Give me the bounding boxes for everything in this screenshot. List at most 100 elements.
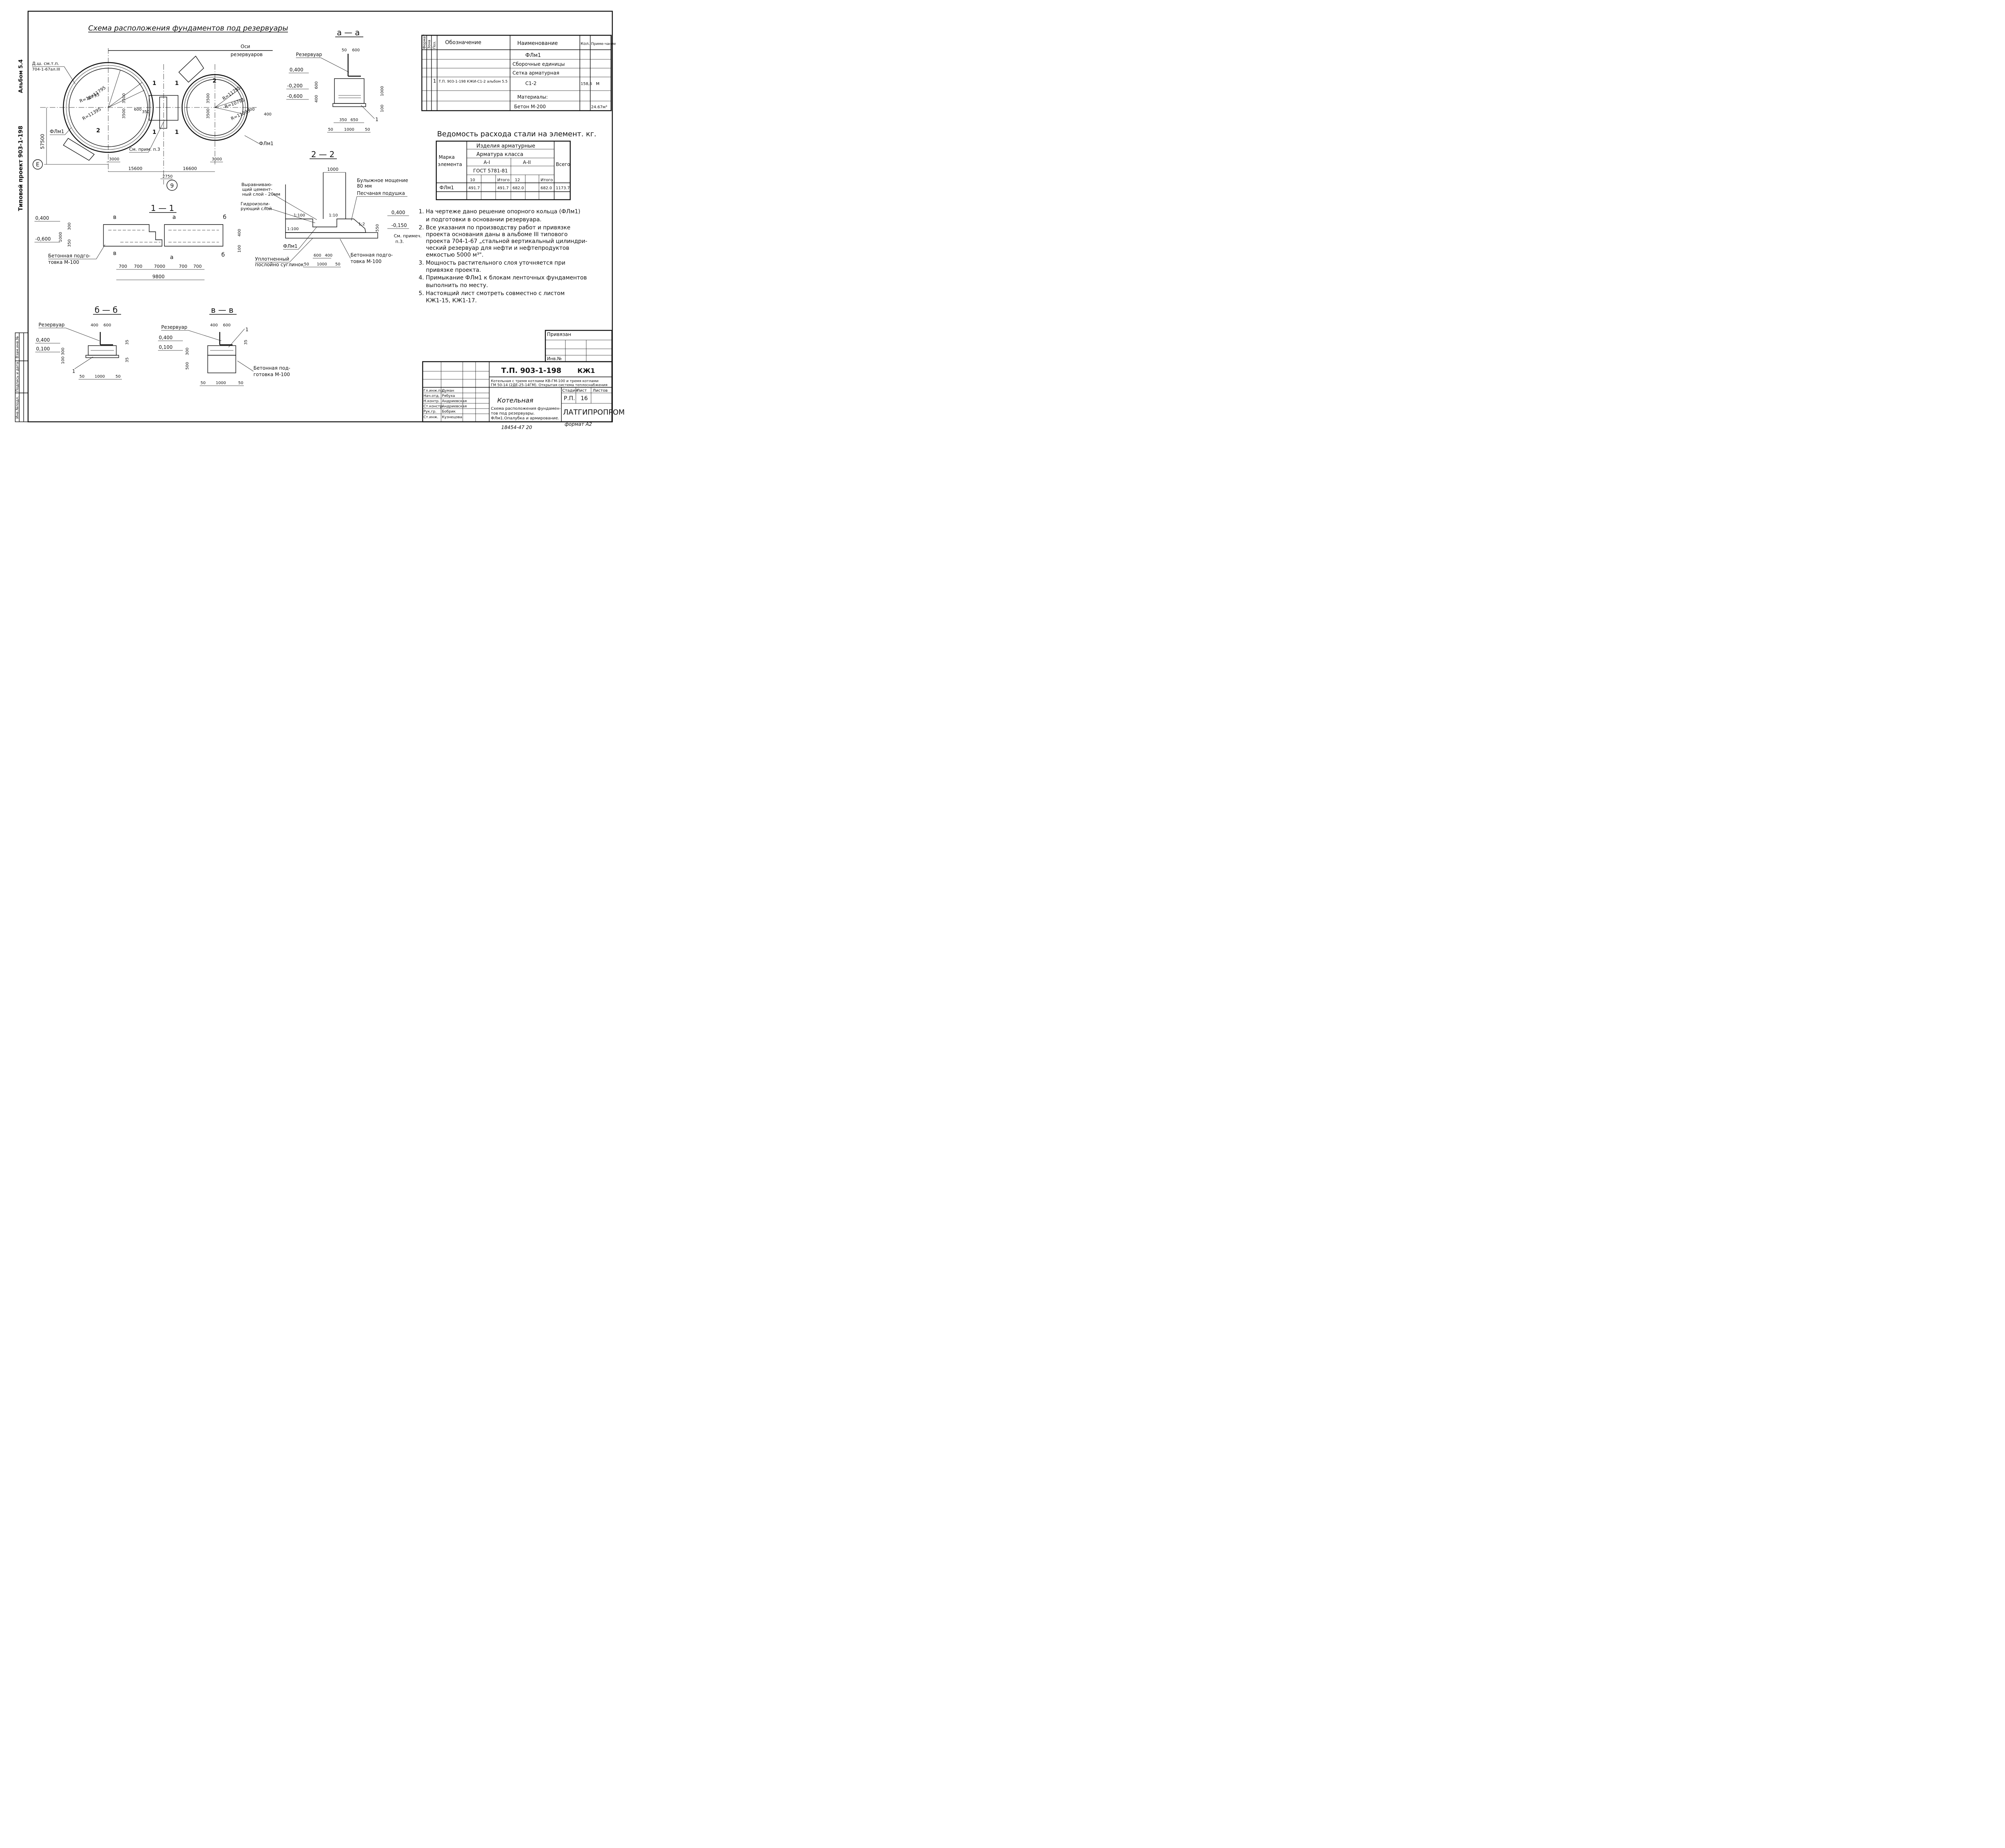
note-line-4: проекта 704-1-67 „стальной вертикальный … [426, 238, 587, 245]
aa-d350: 350 [339, 118, 347, 122]
vv-lvl-0400: 0,400 [159, 335, 172, 340]
spec-row3-pos: 1 [433, 78, 436, 84]
steel-h-products: Изделия арматурные [476, 143, 535, 149]
spec-row5-name: Бетон М-200 [514, 104, 546, 109]
tb-role-3: Ст.констр. [423, 405, 444, 409]
spec-row3-designation: Т.П. 903-1-198 КЖИ-С1-2 альбом 5.5 [438, 80, 508, 84]
section-vv: в — в Резервуар 400 600 0,400 0,100 300 … [158, 305, 290, 386]
s22-d50-left: 50 [304, 262, 309, 267]
notes: 1. На чертеже дано решение опорного коль… [419, 208, 587, 304]
dim-600-right: 600 [247, 107, 255, 112]
s11-d1000: 1000 [59, 232, 63, 242]
tb-inv: Инв.№ [547, 356, 562, 361]
s11-lvl-0400: 0,400 [35, 215, 49, 221]
s22-d400: 400 [325, 253, 332, 258]
tb-name-4: Бобрик [442, 410, 456, 414]
paving-top [178, 55, 204, 83]
axis-bubble-9 [166, 180, 178, 191]
tb-role-2: Н.контр. [423, 399, 439, 403]
steel-row-d12: 682.0 [512, 186, 524, 190]
section-bb: б — б Резервуар 400 600 0,400 0,100 300 … [35, 305, 130, 380]
bb-d600: 600 [103, 323, 111, 328]
aa-lvl-m0200: -0,200 [287, 83, 303, 89]
section-aa-tank: Резервуар [296, 52, 322, 57]
steel-col-total2: Итого [541, 178, 553, 182]
section-vv-title: в — в [211, 305, 233, 315]
steel-h-ai: А-I [484, 160, 490, 165]
section-22-title: 2 — 2 [311, 150, 334, 159]
tb-sheets-h: Листов [593, 389, 608, 393]
spec-row1-name: Сборочные единицы [512, 61, 565, 67]
project-label: Типовой проект 903-1-198 [18, 126, 24, 211]
spec-row4-name: Материалы: [517, 94, 548, 100]
note-line-11: 5. Настоящий лист смотреть совместно с л… [419, 290, 565, 297]
s22-lvl-0400: 0,400 [391, 210, 405, 215]
tb-name-3: Андриевская [442, 405, 467, 409]
tb-stage-h: Стадия [562, 389, 577, 393]
right-radius-outer: R=11795 [221, 85, 241, 101]
steel-row-d10: 491.7 [468, 186, 480, 190]
section-11-left-body [103, 224, 162, 247]
dim-600-left: 600 [134, 107, 142, 112]
s11-d700-b: 700 [134, 264, 142, 269]
note-line-9: 4. Примыкание ФЛм1 к блокам ленточных фу… [419, 275, 587, 281]
vv-d50-right: 50 [238, 381, 243, 385]
tb-sheet-title-3: ФЛм1.Опалубка и армирование. [491, 416, 559, 421]
steel-h-gost: ГОСТ 5781-81 [473, 168, 508, 174]
approval-stamp [15, 332, 28, 422]
left-radius-inner: R=10795 [79, 92, 100, 104]
s11-cut-d-top: б [223, 214, 227, 221]
aa-lvl-0400: 0,400 [290, 67, 303, 73]
vv-tank: Резервуар [161, 324, 187, 330]
plan-element-left: ФЛм1 [50, 129, 64, 134]
tb-object: Котельная [497, 397, 533, 404]
aa-d600v: 600 [314, 81, 319, 89]
tb-sheet: 16 [581, 395, 588, 402]
section-11-title: 1 — 1 [151, 203, 174, 213]
steel-h-mark-1: Марка [439, 154, 455, 160]
note-line-12: КЖ1-15, КЖ1-17. [426, 298, 477, 304]
note-line-7: 3. Мощность растительного слоя уточняетс… [419, 260, 565, 266]
section-mark-2-left: 2 [96, 128, 100, 134]
dim-16600: 16600 [183, 166, 197, 171]
s22-lvl-m0150: -0,150 [391, 223, 407, 228]
foundation-plan: Схема расположения фундаментов под резер… [32, 24, 288, 191]
tb-name-5: Кузнецова [442, 415, 462, 419]
steel-row-sum1: 491.7 [497, 186, 509, 190]
bb-d100: 100 [61, 356, 65, 364]
dim-2750: 2750 [162, 174, 172, 179]
vv-callout-1: 1 [245, 327, 249, 332]
s22-levelling-1: Выравниваю- [241, 182, 272, 187]
tb-bound: Привязан [547, 332, 571, 337]
section-aa-ring-body [334, 78, 365, 104]
steel-col-12: 12 [515, 178, 520, 182]
side-labels: Альбом 5.4 Типовой проект 903-1-198 Инв.… [15, 59, 28, 422]
s22-d50-right: 50 [335, 262, 340, 267]
aa-d600: 600 [352, 48, 360, 53]
s22-noteref-1: См. примеч. [394, 233, 421, 239]
dim-3500-d: 3500 [206, 109, 211, 119]
s22-slope-100: 1:100 [294, 213, 305, 218]
dim-15600: 15600 [128, 166, 142, 171]
tb-name-0: Думан [442, 389, 454, 393]
tb-role-4: Рук.гр. [423, 410, 436, 414]
bb-lvl-0400: 0,400 [36, 337, 50, 343]
tb-desc-1: Котельная с тремя котлами КВ-ГМ-100 и тр… [491, 379, 599, 383]
aa-d400v: 400 [314, 95, 319, 103]
s11-d9800: 9800 [152, 274, 165, 279]
left-radius-mid: R=11395 [81, 106, 102, 121]
note-line-10: выполнить по месту. [426, 282, 488, 289]
plan-title: Схема расположения фундаментов под резер… [88, 24, 288, 32]
vv-prep-2: готовка М-100 [253, 372, 290, 377]
s22-levelling-2: щий цемент- [242, 187, 272, 192]
vv-d35: 35 [244, 340, 248, 345]
vv-prep [207, 355, 236, 373]
tb-sheet-title-1: Схема расположения фундамен- [491, 407, 561, 411]
axis-e: Е [36, 162, 40, 168]
sheet-border [27, 10, 613, 423]
vv-lvl-0100: 0,100 [159, 344, 172, 350]
vv-d400: 400 [210, 323, 218, 328]
note-line-3: проекта основания даны в альбоме III тип… [426, 231, 568, 238]
s22-d1000-top: 1000 [327, 167, 338, 172]
s22-subgrade [285, 232, 378, 239]
